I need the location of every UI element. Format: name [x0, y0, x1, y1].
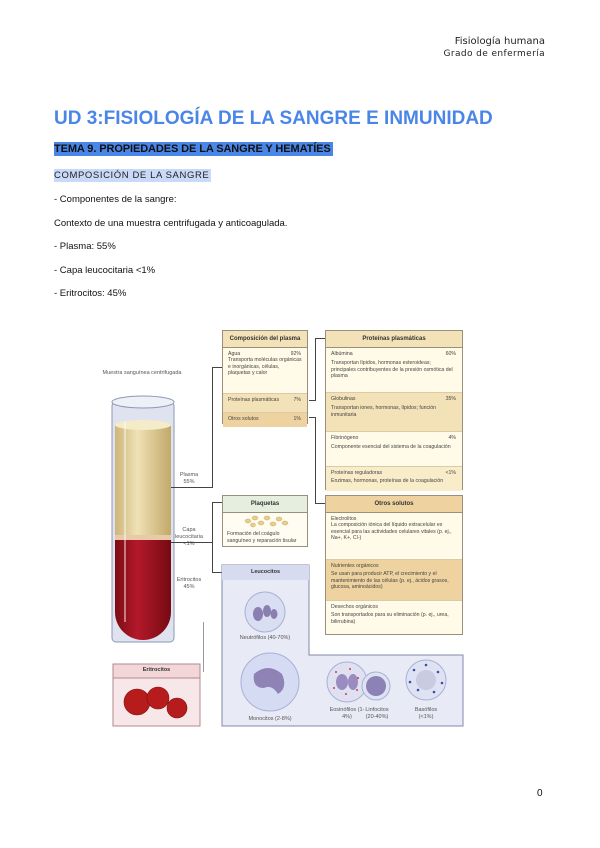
box-title: Plaquetas	[223, 496, 307, 513]
basophil-label: Basófilos (<1%)	[414, 707, 438, 720]
row-pct: 60%	[445, 351, 456, 357]
box-title: Otros solutos	[326, 496, 462, 513]
plasma-composition-box: Composición del plasma Agua 92% Transport…	[222, 330, 308, 427]
paragraph: - Componentes de la sangre:	[54, 194, 177, 205]
row-pct: <1%	[445, 470, 456, 476]
row-pct: 7%	[293, 397, 302, 403]
row-desc: Enzimas, hormonas, proteínas de la coagu…	[331, 478, 444, 485]
row-pct: 92%	[290, 351, 301, 357]
row-desc: Son transportados para su eliminación (p…	[331, 612, 449, 625]
erythrocytes-label: Eritrocitos 45%	[176, 577, 202, 590]
test-tube-illustration	[111, 395, 175, 643]
plasma-label: Plasma 55%	[179, 472, 199, 485]
box-desc: Formación del coágulo sanguíneo y repara…	[227, 531, 297, 544]
basophil-icon	[405, 659, 447, 701]
row-name: Desechos orgánicos	[331, 604, 379, 610]
row-name: Proteínas plasmáticas	[228, 397, 280, 403]
box-title: Proteínas plasmáticas	[326, 331, 462, 348]
lymphocyte-label: Linfocitos (20-40%)	[365, 707, 389, 720]
row-desc: Se usan para producir ATP, el crecimient…	[331, 571, 449, 591]
topic-heading: TEMA 9. PROPIEDADES DE LA SANGRE Y HEMAT…	[54, 142, 333, 156]
row-name: Proteínas reguladoras	[331, 470, 383, 476]
plasma-row-water: Agua 92% Transporta moléculas orgánicas e…	[223, 348, 307, 394]
row-name: Agua	[228, 351, 241, 357]
page-header: Fisiología humana Grado de enfermería	[444, 36, 546, 60]
row-desc: La composición iónica del líquido extrac…	[331, 522, 452, 542]
row-name: Fibrinógeno	[331, 435, 359, 441]
buffy-coat-label: Capa leucocitaria <1%	[175, 527, 203, 547]
row-pct: 1%	[293, 416, 302, 422]
platelets-box: Plaquetas Formación del coágulo sanguíne…	[222, 495, 308, 547]
section-heading: COMPOSICIÓN DE LA SANGRE	[54, 169, 212, 182]
neutrophil-label: Neutrófilos (40-70%)	[239, 635, 291, 641]
solute-row: Nutrientes orgánicos Se usan para produci…	[326, 560, 462, 601]
row-desc: Transportan iones, hormonas, lípidos; fu…	[331, 405, 437, 418]
protein-row: Fibrinógeno 4% Componente esencial del sis…	[326, 432, 462, 467]
eosinophil-icon	[326, 661, 368, 703]
plasma-row-solutes: Otros solutos 1%	[223, 413, 307, 427]
row-desc: Transportan lípidos, hormonas esteroidea…	[331, 360, 453, 380]
tube-label: Muestra sanguínea centrifugada	[102, 370, 182, 376]
box-title: Composición del plasma	[223, 331, 307, 348]
neutrophil-icon	[244, 591, 286, 633]
erythrocytes-title: Eritrocitos	[142, 667, 171, 673]
blood-composition-figure: Muestra sanguínea centrifugada Plasma 55…	[82, 322, 466, 730]
document-title: UD 3:FISIOLOGÍA DE LA SANGRE E INMUNIDAD	[54, 108, 493, 129]
eosinophil-label: Eosinófilos (1-4%)	[329, 707, 365, 720]
page-number: 0	[537, 788, 543, 799]
row-desc: Transporta moléculas orgánicas e inorgán…	[228, 357, 302, 377]
row-pct: 35%	[445, 396, 456, 402]
platelets-icon	[244, 515, 289, 528]
row-name: Nutrientes orgánicos	[331, 563, 379, 569]
erythrocytes-icon	[123, 686, 188, 719]
paragraph: Contexto de una muestra centrifugada y a…	[54, 218, 288, 229]
plasma-proteins-box: Proteínas plasmáticas Albúmina 60% Transpo…	[325, 330, 463, 491]
row-name: Albúmina	[331, 351, 353, 357]
row-name: Globulinas	[331, 396, 356, 402]
list-item: - Capa leucocitaria <1%	[54, 265, 156, 276]
protein-row: Globulinas 35% Transportan iones, hormonas…	[326, 393, 462, 432]
plasma-row-proteins: Proteínas plasmáticas 7%	[223, 394, 307, 413]
row-name: Otros solutos	[228, 416, 259, 422]
list-item: - Plasma: 55%	[54, 241, 116, 252]
header-course: Fisiología humana	[454, 36, 545, 47]
lymphocyte-icon	[361, 671, 391, 701]
leukocytes-title: Leucocitos	[250, 569, 281, 575]
leukocytes-panel	[112, 564, 464, 727]
row-desc: Componente esencial del sistema de la co…	[331, 444, 451, 451]
protein-row: Proteínas reguladoras <1%Enzimas, hormona…	[326, 467, 462, 491]
row-name: Electrolitos	[331, 516, 357, 522]
monocyte-label: Monocitos (2-8%)	[248, 716, 292, 722]
monocyte-icon	[240, 652, 300, 712]
header-degree: Grado de enfermería	[443, 49, 545, 59]
protein-row: Albúmina 60% Transportan lípidos, hormonas…	[326, 348, 462, 393]
list-item: - Eritrocitos: 45%	[54, 288, 127, 299]
row-pct: 4%	[448, 435, 457, 441]
